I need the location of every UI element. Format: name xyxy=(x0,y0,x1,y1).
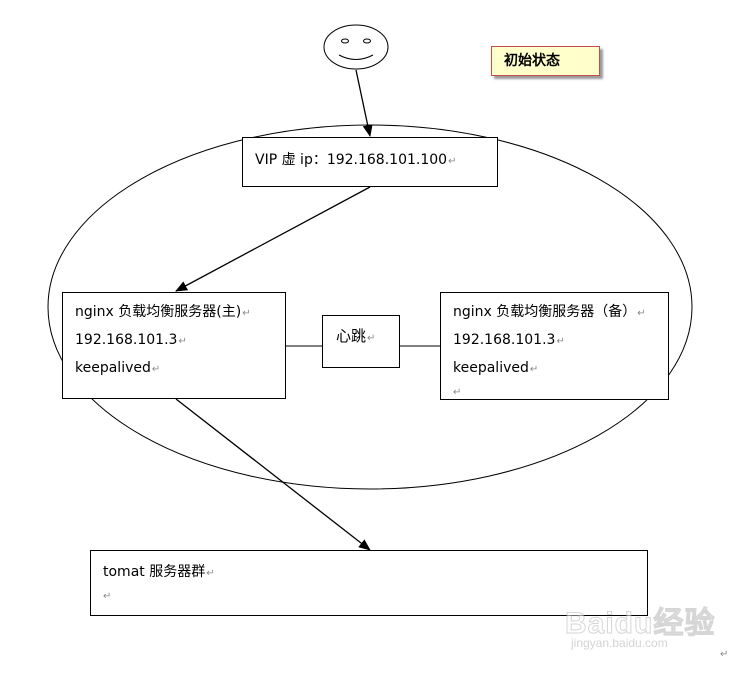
paragraph-mark-icon: ↵ xyxy=(242,308,251,319)
backup-server-box: nginx 负载均衡服务器（备）↵ 192.168.101.3↵ keepali… xyxy=(440,292,669,400)
paragraph-mark-icon: ↵ xyxy=(103,591,112,602)
paragraph-mark-icon: ↵ xyxy=(529,364,539,375)
backup-server-ip: 192.168.101.3 xyxy=(453,332,556,348)
tomcat-label: tomat 服务器群 xyxy=(103,564,206,580)
arrow-user-to-vip xyxy=(355,69,373,137)
vip-box: VIP 虚 ip：192.168.101.100↵ xyxy=(242,137,498,187)
state-label-text: 初始状态 xyxy=(504,53,560,69)
paragraph-mark-icon: ↵ xyxy=(206,568,215,579)
watermark-text: Baidu经验 xyxy=(564,607,716,641)
paragraph-mark-icon: ↵ xyxy=(720,649,729,660)
tomcat-server-group-box: tomat 服务器群↵ ↵ xyxy=(90,550,648,616)
arrow-vip-to-main xyxy=(175,186,371,292)
main-server-keepalived: keepalived xyxy=(75,360,151,376)
main-server-box: nginx 负载均衡服务器(主)↵ 192.168.101.3↵ keepali… xyxy=(62,292,286,399)
heartbeat-label: 心跳 xyxy=(336,327,367,345)
main-server-ip: 192.168.101.3 xyxy=(75,332,178,348)
paragraph-mark-icon: ↵ xyxy=(367,333,376,344)
heartbeat-box: 心跳↵ xyxy=(322,315,400,368)
paragraph-mark-icon: ↵ xyxy=(178,336,187,347)
arrow-main-to-tomcat xyxy=(175,398,371,551)
vip-text: VIP 虚 ip：192.168.101.100 xyxy=(255,152,448,168)
backup-server-title: nginx 负载均衡服务器（备） xyxy=(453,304,637,320)
baidu-watermark: Baidu经验 jingyan.baidu.com xyxy=(564,598,725,658)
paragraph-mark-icon: ↵ xyxy=(637,308,646,319)
backup-server-keepalived: keepalived xyxy=(453,360,529,376)
main-server-title: nginx 负载均衡服务器(主) xyxy=(75,304,242,320)
paragraph-mark-icon: ↵ xyxy=(448,156,457,167)
paragraph-mark-icon: ↵ xyxy=(151,364,161,375)
watermark-url: jingyan.baidu.com xyxy=(571,636,668,650)
smiley-face-icon xyxy=(323,24,389,70)
paragraph-mark-icon: ↵ xyxy=(556,336,565,347)
paragraph-mark-icon: ↵ xyxy=(453,387,462,398)
state-label: 初始状态 xyxy=(491,46,600,76)
